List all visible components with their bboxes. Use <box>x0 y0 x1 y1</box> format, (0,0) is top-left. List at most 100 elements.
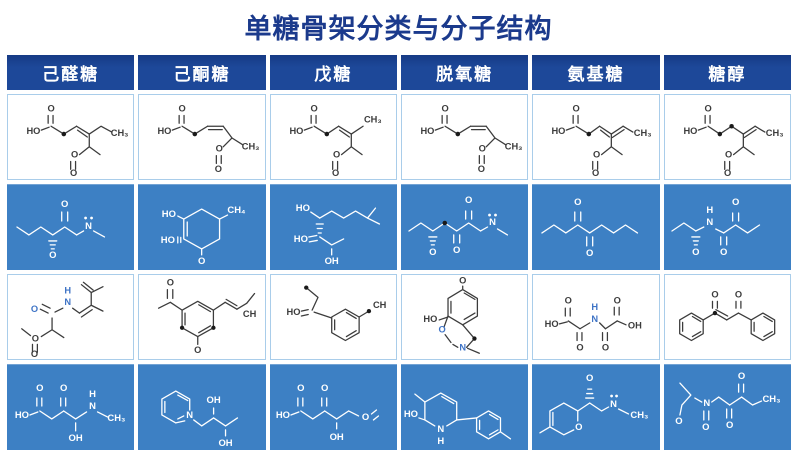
atom-labels: HO N H <box>404 409 445 447</box>
stereo-dots <box>717 123 734 137</box>
molecule-cell: HO HO OH <box>269 184 397 270</box>
atom-label: O <box>47 104 54 114</box>
stereo-dots <box>442 220 448 226</box>
atom-labels: HO CH₄ HO O <box>161 205 246 267</box>
stereo-dots <box>61 131 67 137</box>
bond-lines <box>303 114 364 170</box>
atom-label: HO <box>420 126 434 136</box>
molecule-cell: O HO O O CH₃ <box>401 94 529 180</box>
atom-label: O <box>724 168 731 178</box>
lone-pair-dots <box>84 216 93 220</box>
atom-label: CH₃ <box>364 114 382 124</box>
bond-lines <box>21 281 104 353</box>
atom-label: CH₄ <box>228 205 247 216</box>
atom-label: O <box>441 104 448 114</box>
bond-lines <box>177 208 229 256</box>
molecule-cell: HO O O H N O O OH <box>532 274 660 360</box>
molecule-cell: O O <box>532 184 660 270</box>
molecule-structure: O N O <box>16 199 106 261</box>
atom-labels: HO HO OH <box>293 203 338 267</box>
atom-label: O <box>361 412 368 423</box>
bond-lines <box>307 207 380 256</box>
atom-label: N <box>706 217 713 228</box>
stereo-dots <box>712 310 717 316</box>
atom-label: O <box>577 342 584 352</box>
atom-label: H <box>89 389 96 400</box>
bond-lines <box>539 388 630 436</box>
atom-label: HO <box>423 314 437 324</box>
atom-label: HO <box>15 410 29 421</box>
molecule-structure: O O N CH₃ <box>539 373 649 436</box>
molecule-structure: O HO CH₃ O O <box>552 104 652 179</box>
atom-label: O <box>675 416 682 427</box>
bond-lines <box>289 397 379 430</box>
bond-lines <box>29 397 109 432</box>
atom-label: O <box>194 345 201 355</box>
molecule-cell: HO CH <box>269 274 397 360</box>
molecule-structure: O N O O O CH₃ <box>675 371 780 433</box>
atom-label: O <box>179 104 186 114</box>
atom-label: N <box>64 297 71 307</box>
molecule-cell: O HO CH₃ O O <box>532 94 660 180</box>
molecule-structure: HO O O OH H N CH₃ <box>15 383 126 444</box>
molecule-structure: HO CH <box>286 285 386 342</box>
atom-labels: O H N O O <box>31 286 72 359</box>
molecule-structure: O HO O O CH₃ <box>158 104 260 175</box>
bond-lines <box>171 114 244 165</box>
bond-lines <box>434 114 507 165</box>
molecule-cell: O HO O N <box>401 274 529 360</box>
atom-labels: HO O O OH O <box>276 383 369 443</box>
bond-lines <box>565 114 634 170</box>
atom-label: CH₃ <box>762 394 780 405</box>
atom-labels: O CH O <box>167 278 257 356</box>
column-header: 己酮糖 <box>138 55 266 90</box>
atom-label: O <box>31 349 38 359</box>
atom-label: O <box>198 256 205 267</box>
atom-label: OH <box>207 395 221 406</box>
atom-label: O <box>332 168 339 178</box>
molecule-structure: HO CH₄ HO O <box>161 205 246 267</box>
atom-label: N <box>459 342 466 352</box>
atom-labels: O HO CH₃ O O <box>683 104 783 179</box>
atom-label: OH <box>219 438 233 449</box>
atom-label: HO <box>683 126 697 136</box>
atom-label: H <box>437 436 444 447</box>
atom-label: N <box>703 398 710 409</box>
atom-label: O <box>61 199 68 210</box>
molecule-cell: O H N O O <box>7 274 135 360</box>
atom-label: N <box>89 401 96 412</box>
atom-label: O <box>732 197 739 208</box>
molecule-cell: O O <box>663 274 791 360</box>
atom-label: O <box>439 325 446 335</box>
atom-labels: HO O O OH H N CH₃ <box>15 383 126 444</box>
atom-label: N <box>187 410 194 421</box>
bond-lines <box>541 211 639 247</box>
atom-label: O <box>586 248 593 259</box>
molecule-cell: HO O O OH H N CH₃ <box>7 364 135 450</box>
column-header: 糖醇 <box>663 55 791 90</box>
molecule-structure: O HO CH₃ O O <box>683 104 783 179</box>
stereo-dots <box>303 285 371 314</box>
atom-label: O <box>459 276 466 286</box>
column-header: 己醛糖 <box>7 55 135 90</box>
stereo-dots <box>472 336 477 341</box>
atom-label: O <box>32 333 39 343</box>
atom-label: O <box>479 144 486 154</box>
atom-labels: O O N CH₃ <box>575 373 648 433</box>
atom-labels: O N O O O CH₃ <box>675 371 780 433</box>
atom-label: OH <box>69 433 83 444</box>
atom-labels: O O <box>711 289 742 299</box>
bond-lines <box>16 211 106 250</box>
atom-label: O <box>720 247 727 258</box>
bond-lines <box>697 114 766 170</box>
atom-label: O <box>36 383 43 394</box>
atom-label: H <box>64 286 71 296</box>
molecule-structure: HO O O OH O <box>276 383 379 443</box>
atom-label: OH <box>324 256 338 267</box>
atom-label: O <box>726 420 733 431</box>
atom-label: HO <box>295 203 309 214</box>
column-header: 氨基糖 <box>532 55 660 90</box>
atom-label: O <box>310 104 317 114</box>
column-header: 戊糖 <box>269 55 397 90</box>
atom-label: O <box>297 383 304 394</box>
